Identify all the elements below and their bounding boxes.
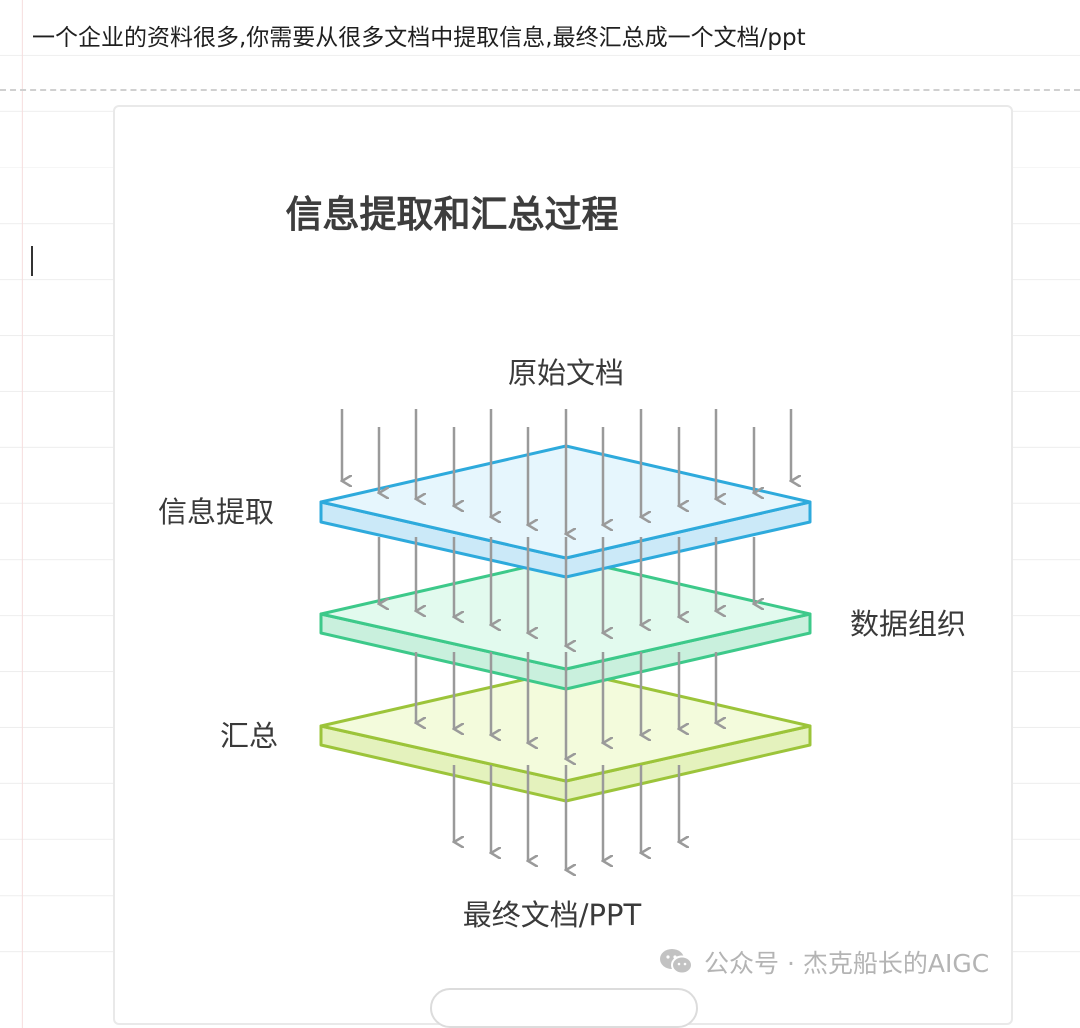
- process-diagram: 信息提取和汇总过程 原始文档 信息提取 数据组织 汇总 最终文档/PPT: [158, 193, 966, 932]
- arrows-source-to-extract: [342, 409, 791, 534]
- watermark-text: 公众号 · 杰克船长的AIGC: [704, 949, 990, 978]
- text-cursor: [31, 246, 33, 276]
- arrows-extract-to-organize: [379, 537, 754, 646]
- label-extract: 信息提取: [158, 495, 274, 529]
- wechat-icon: [660, 949, 693, 975]
- document-text-line[interactable]: 一个企业的资料很多,你需要从很多文档中提取信息,最终汇总成一个文档/ppt: [32, 25, 806, 51]
- label-summarize: 汇总: [220, 719, 278, 753]
- arrows-organize-to-summarize: [416, 652, 716, 759]
- bottom-toolbar-pill[interactable]: [430, 988, 698, 1028]
- wechat-watermark: 公众号 · 杰克船长的AIGC: [658, 940, 989, 984]
- label-source-docs: 原始文档: [508, 356, 624, 390]
- dashed-divider: [0, 89, 1080, 91]
- arrows-summarize-to-output: [454, 765, 679, 870]
- label-output: 最终文档/PPT: [463, 898, 642, 932]
- diagram-title: 信息提取和汇总过程: [286, 193, 619, 236]
- diagram-card[interactable]: 信息提取和汇总过程 原始文档 信息提取 数据组织 汇总 最终文档/PPT: [113, 105, 1013, 1025]
- label-organize: 数据组织: [850, 607, 966, 641]
